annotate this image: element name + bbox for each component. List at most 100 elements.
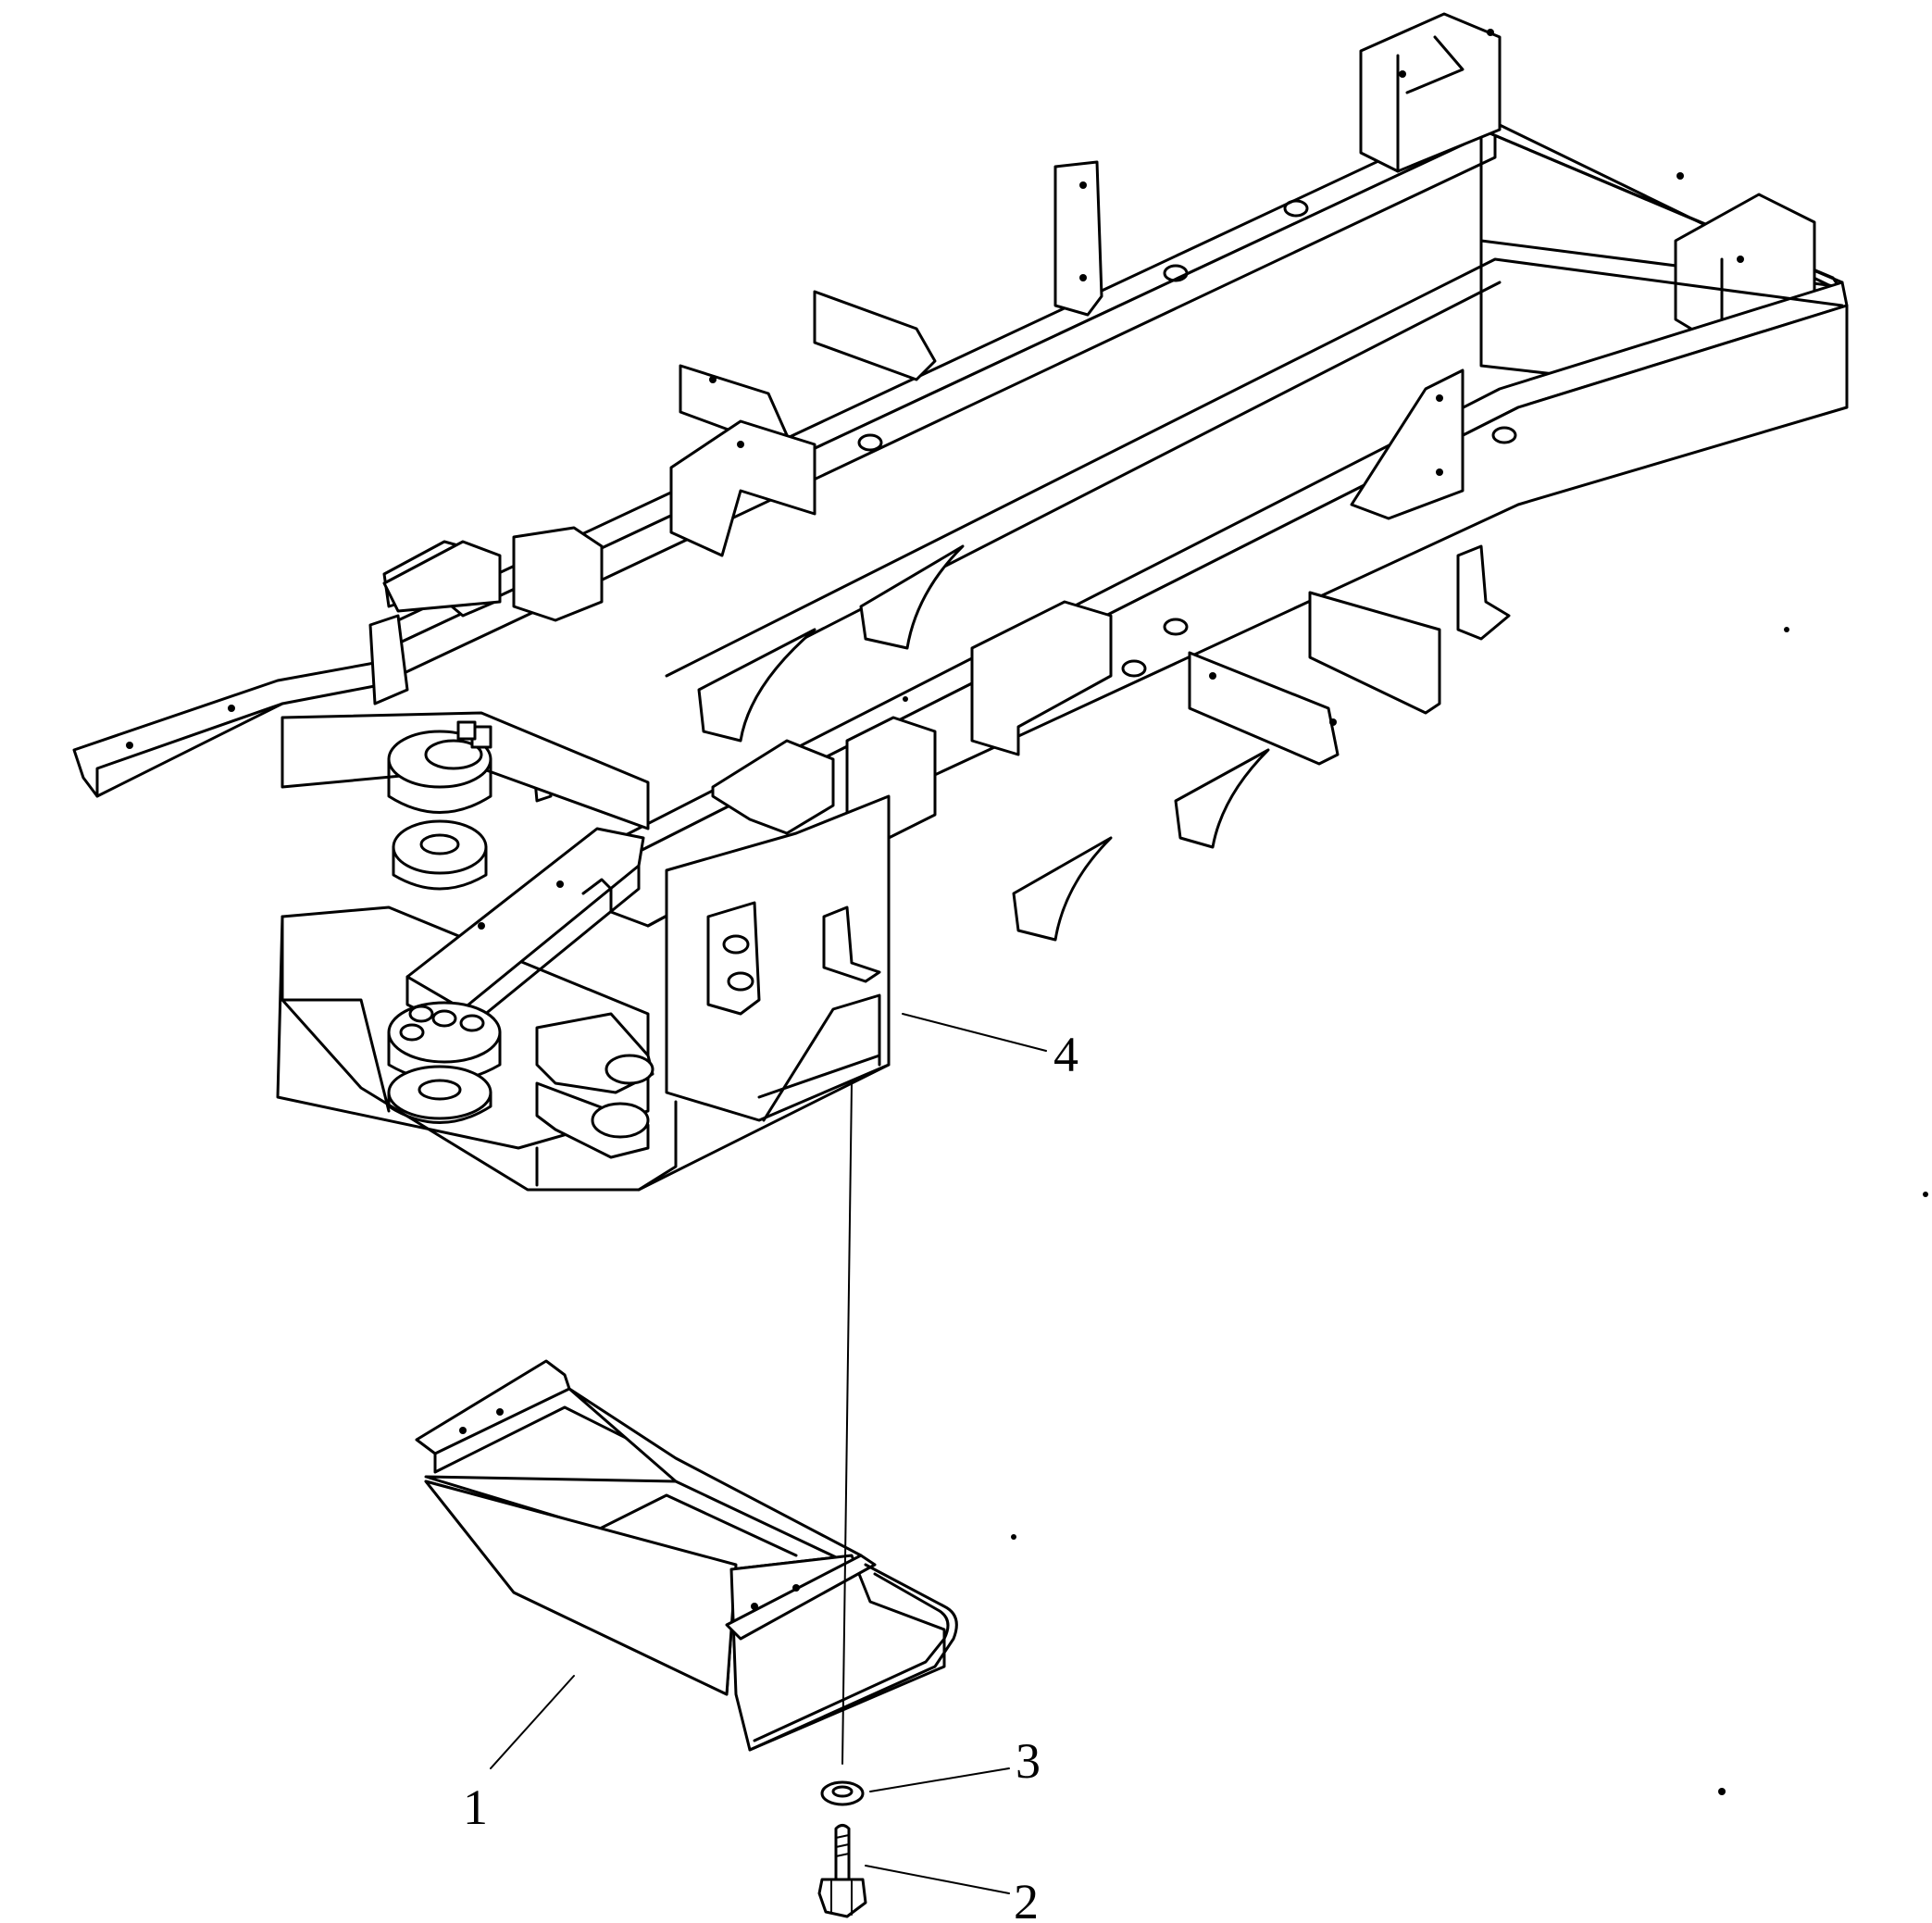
assembly-centerline (841, 1082, 853, 1765)
hole (1399, 70, 1406, 78)
hole (1209, 672, 1216, 680)
l-tab (822, 905, 881, 983)
ring-upper-hole (419, 833, 460, 855)
fasteners (817, 1082, 867, 1918)
stud (1163, 618, 1189, 636)
mount-plate (706, 901, 761, 1016)
collar-lower-bolt (408, 1005, 434, 1023)
frame-rear-bracket-left (1359, 12, 1502, 173)
gusset (1012, 836, 1113, 942)
front-arm-left (72, 660, 381, 798)
front-arm-left-edge (95, 702, 284, 798)
bolt-thread (835, 1843, 850, 1848)
front-block-top (280, 711, 650, 830)
cover-front-face (424, 1480, 738, 1696)
callout-label-1: 1 (463, 1779, 488, 1835)
callouts: 4 1 3 2 (463, 1013, 1078, 1923)
outrigger-plate (813, 290, 937, 381)
front-block-side (280, 998, 391, 1113)
stud (1283, 199, 1309, 218)
pivot-lug-boss (591, 1102, 650, 1139)
hole (556, 880, 564, 888)
cover-end-flange (725, 1554, 877, 1641)
hole (751, 1603, 758, 1610)
bolt-shank (834, 1824, 851, 1881)
hole (478, 922, 485, 930)
front-block-side (637, 1100, 678, 1192)
stud (1491, 426, 1517, 444)
cover-rod (748, 1563, 958, 1752)
outrigger-plate (1188, 651, 1340, 766)
hole (228, 705, 235, 712)
front-bracket (382, 540, 502, 613)
scan-speck (1784, 627, 1789, 632)
scan-speck (903, 696, 908, 702)
center-bracket (970, 600, 1113, 756)
front-arm-tower (368, 614, 409, 706)
washer (820, 1780, 865, 1806)
front-block-side (280, 915, 891, 1192)
front-block-right-gusset (762, 993, 881, 1122)
collar-lower-bolt (459, 1014, 485, 1032)
cover-flange-top-edge (433, 1405, 678, 1474)
gusset (859, 544, 965, 650)
stud (1121, 659, 1147, 678)
outrigger-plate (1308, 591, 1441, 715)
frame-inner-ledge-2 (702, 281, 1502, 692)
cover-assembly (415, 1359, 958, 1752)
callout-label-3: 3 (1016, 1733, 1041, 1789)
outrigger-bracket (1456, 544, 1511, 641)
collar-lower-bolt (431, 1009, 457, 1028)
leader-line-4 (902, 1013, 1047, 1052)
bolt-thread (835, 1853, 850, 1857)
hole (1329, 718, 1337, 726)
bolt-head (817, 1878, 867, 1918)
collar-ring-lug (456, 720, 477, 741)
hole (459, 1427, 467, 1434)
ring-lower (387, 1065, 492, 1120)
outrigger-plate (1350, 368, 1465, 520)
ring-upper (392, 819, 488, 875)
callout-label-2: 2 (1014, 1874, 1039, 1923)
gusset (697, 628, 816, 743)
hole (1676, 172, 1684, 180)
callout-label-4: 4 (1053, 1027, 1078, 1082)
collar-lower-bolt (399, 1023, 425, 1042)
collar-ring-body (387, 757, 492, 814)
center-bracket (711, 739, 835, 835)
hole (1436, 394, 1443, 402)
gusset (1174, 748, 1270, 849)
scan-speck (1011, 1534, 1016, 1540)
ring-lower-body (387, 1091, 492, 1124)
front-block-right-gusset (757, 1054, 881, 1099)
hole (1487, 29, 1494, 36)
outrigger-bracket (512, 526, 604, 622)
front-arm-right-tab (581, 878, 613, 895)
bolt-thread (835, 1834, 850, 1839)
outrigger-plate (1053, 160, 1103, 317)
outrigger-bracket (669, 419, 816, 557)
hole (496, 1408, 504, 1416)
front-arm-right-edge (461, 864, 641, 1034)
hole (737, 441, 744, 448)
front-block-right (665, 794, 891, 1122)
pivot-lug-boss (605, 1054, 654, 1085)
scan-speck (1718, 1788, 1726, 1795)
cover-rod-inner (753, 1572, 950, 1742)
collar-ring-inner (424, 739, 483, 770)
stud (857, 433, 883, 452)
hole (709, 376, 717, 383)
frame-inner-ledge (665, 257, 1844, 678)
stud (1163, 264, 1189, 282)
hole (1436, 468, 1443, 476)
mount-plate-hole (722, 934, 750, 955)
hole (1079, 181, 1087, 189)
hole (1737, 256, 1744, 263)
hole (792, 1584, 800, 1592)
cover-flange-top (415, 1359, 571, 1455)
mount-plate-hole (727, 971, 754, 992)
ring-lower-hole (418, 1079, 462, 1101)
leader-line-3 (869, 1767, 1010, 1792)
leader-line-1 (490, 1675, 575, 1769)
